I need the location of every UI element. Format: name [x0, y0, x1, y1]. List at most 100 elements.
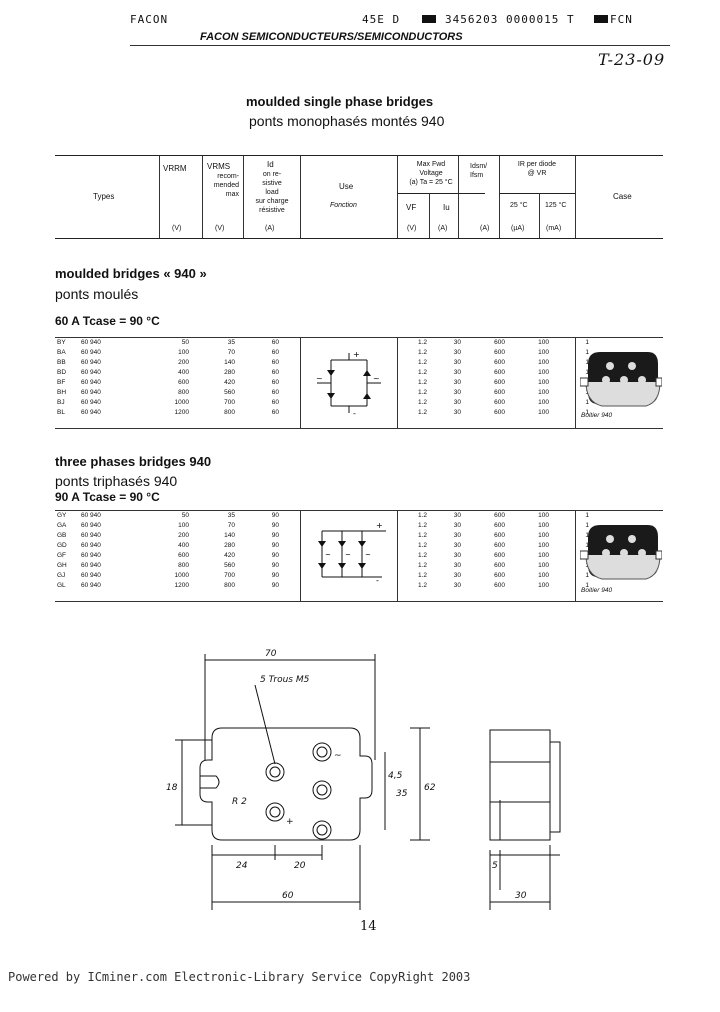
section2-subtitle: ponts triphasés 940 [55, 473, 178, 489]
table-cell: 60 940 [81, 339, 101, 346]
minus-terminal-3ph: - [376, 576, 379, 583]
table-cell: 1 [585, 349, 589, 356]
table-cell: 100 [538, 582, 549, 589]
hole-note: 5 Trous M5 [260, 675, 310, 685]
table-cell: GB [57, 532, 67, 539]
table-cell: 600 [494, 582, 505, 589]
table-cell: 100 [538, 389, 549, 396]
table-cell: 60 940 [81, 572, 101, 579]
doc-code-mid: 3456203 0000015 T [445, 13, 575, 26]
header-rule [130, 45, 670, 46]
table-cell: 30 [453, 369, 461, 376]
section2-case-label: Boitier 940 [581, 587, 613, 594]
table-cell: 1 [585, 582, 589, 589]
table-cell: 1.2 [417, 379, 427, 386]
ac-terminal: ~ [316, 374, 323, 383]
package-940-image [580, 352, 662, 407]
table-cell: 600 [178, 379, 189, 386]
table-cell: 1200 [174, 582, 189, 589]
mechanical-drawing: 70 5 Trous M5 18 R 2 4,5 35 62 24 20 60 … [166, 649, 561, 910]
table-cell: BL [57, 409, 65, 416]
table-cell: 140 [224, 359, 235, 366]
table-cell: 1 [585, 532, 589, 539]
table-cell: 280 [224, 542, 235, 549]
table-cell: 1.2 [417, 552, 427, 559]
table-cell: 60 940 [81, 582, 101, 589]
unit-ir125: (mA) [546, 225, 562, 232]
dim-20: 20 [294, 861, 306, 871]
table-cell: 600 [494, 532, 505, 539]
table-cell: 70 [227, 349, 235, 356]
section1-subtitle: ponts moulés [55, 286, 139, 302]
table-cell: 140 [224, 532, 235, 539]
table-cell: 30 [453, 522, 461, 529]
table-cell: GD [57, 542, 67, 549]
table-cell: 600 [494, 349, 505, 356]
table-cell: 100 [538, 552, 549, 559]
table-cell: 100 [538, 562, 549, 569]
table-cell: 1 [585, 512, 589, 519]
table-cell: 30 [453, 339, 461, 346]
table-cell: 60 940 [81, 512, 101, 519]
table-cell: 1.2 [417, 562, 427, 569]
table-cell: 1 [585, 399, 589, 406]
table-cell: 600 [494, 512, 505, 519]
table-cell: 60 940 [81, 389, 101, 396]
col-125c: 125 °C [545, 202, 567, 209]
unit-id: (A) [265, 225, 275, 232]
table-cell: 1.2 [417, 512, 427, 519]
dim-35: 35 [396, 789, 408, 799]
company-code: FACON [130, 13, 169, 26]
table-cell: 60 940 [81, 359, 101, 366]
black-square-mark-2 [594, 15, 608, 23]
table-cell: 90 [271, 542, 279, 549]
table-cell: 60 [271, 349, 279, 356]
table-cell: 1.2 [417, 542, 427, 549]
table-cell: 560 [224, 562, 235, 569]
table-cell: 100 [538, 399, 549, 406]
unit-idsm: (A) [480, 225, 490, 232]
table-cell: 800 [178, 389, 189, 396]
section1-title: moulded bridges « 940 » [55, 266, 207, 281]
table-cell: 35 [227, 339, 235, 346]
plus-terminal: + [353, 350, 360, 359]
col-idsm: Idsm/ Ifsm [470, 163, 488, 179]
table-cell: 600 [494, 572, 505, 579]
section1-condition: 60 A Tcase = 90 °C [55, 314, 160, 328]
banner: FACON SEMICONDUCTEURS/SEMICONDUCTORS [200, 31, 463, 43]
dim-60: 60 [282, 891, 294, 901]
col-vrrm: VRRM [163, 164, 187, 173]
footer-note: Powered by ICminer.com Electronic-Librar… [8, 970, 471, 984]
table-cell: 600 [494, 562, 505, 569]
table-cell: 600 [494, 409, 505, 416]
table-cell: 30 [453, 409, 461, 416]
table-cell: 90 [271, 552, 279, 559]
table-cell: 30 [453, 562, 461, 569]
table-cell: 30 [453, 349, 461, 356]
table-cell: 90 [271, 532, 279, 539]
table-cell: BA [57, 349, 66, 356]
col-id: Id [267, 160, 274, 169]
table-cell: 60 940 [81, 522, 101, 529]
table-cell: 30 [453, 379, 461, 386]
table-cell: 30 [453, 542, 461, 549]
table-cell: 30 [453, 512, 461, 519]
plus-label-drawing: + [286, 817, 294, 827]
ac-terminal-2: ~ [373, 374, 380, 383]
unit-vrrm: (V) [172, 225, 182, 232]
table-cell: 30 [453, 572, 461, 579]
table-cell: 60 940 [81, 369, 101, 376]
table-cell: 800 [224, 409, 235, 416]
table-cell: 560 [224, 389, 235, 396]
table-cell: 280 [224, 369, 235, 376]
table-cell: 90 [271, 522, 279, 529]
col-ir: IR per diode @ VR [517, 161, 557, 177]
table-cell: 50 [181, 512, 189, 519]
col-iu: Iu [443, 203, 450, 212]
